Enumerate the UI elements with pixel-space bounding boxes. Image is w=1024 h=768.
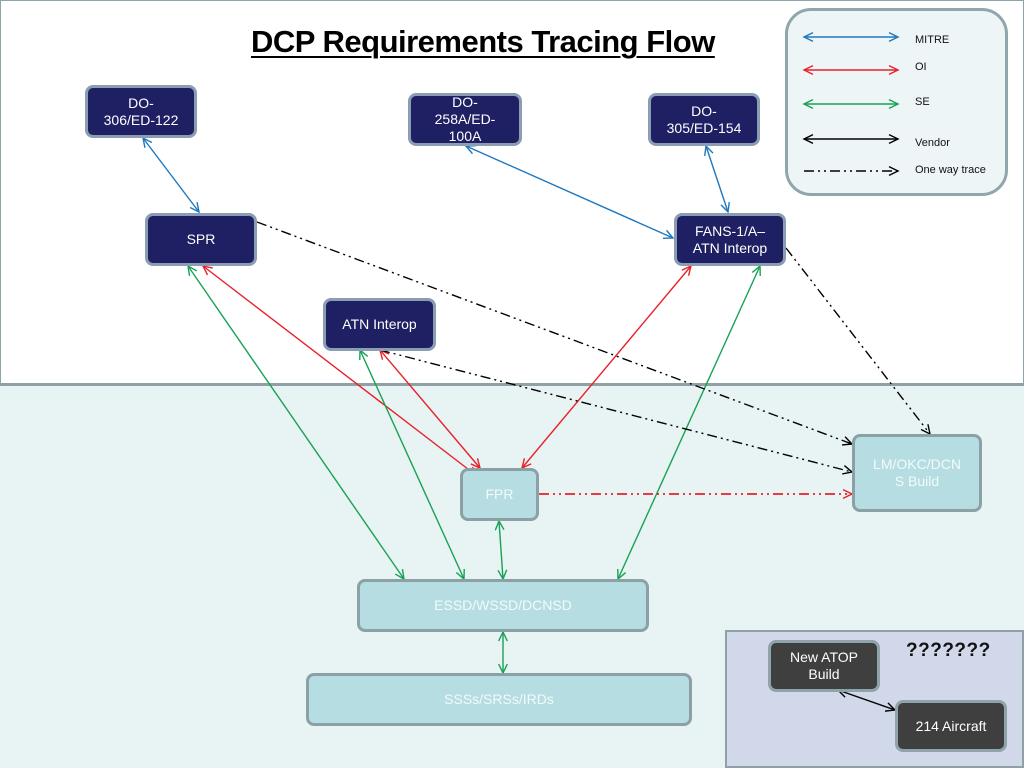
legend-swatch-vendor-head-end <box>888 134 900 144</box>
legend-swatch-oi-head-end <box>888 65 900 75</box>
node-label: ATN Interop <box>342 316 417 332</box>
node-label: 214 Aircraft <box>915 717 987 734</box>
legend-swatch-oi-head-start <box>802 65 814 75</box>
node-essd-wssd-dcnsd[interactable]: ESSD/WSSD/DCNSD <box>357 579 649 632</box>
legend-label-oi: OI <box>915 61 927 73</box>
node-214-aircraft[interactable]: 214 Aircraft <box>895 700 1007 752</box>
legend-swatch-se-head-start <box>802 99 814 109</box>
node-sss-srs-ird[interactable]: SSSs/SRSs/IRDs <box>306 673 692 726</box>
node-fpr[interactable]: FPR <box>460 468 539 521</box>
node-label: SPR <box>186 231 216 247</box>
node-spr[interactable]: SPR <box>145 213 257 266</box>
node-lm-okc-dcns-build[interactable]: LM/OKC/DCN S Build <box>852 434 982 512</box>
node-label: DO- 258A/ED- 100A <box>434 94 496 144</box>
unknown-zone-label: ??????? <box>906 640 991 661</box>
node-fans-atn-interop[interactable]: FANS-1/A– ATN Interop <box>674 213 786 266</box>
legend-swatch-mitre-head-start <box>802 32 814 42</box>
node-new-atop-build[interactable]: New ATOP Build <box>768 640 880 692</box>
legend-swatch-se-head-end <box>888 99 900 109</box>
legend-label-se: SE <box>915 96 930 108</box>
page-title: DCP Requirements Tracing Flow <box>251 24 715 59</box>
legend-swatches <box>802 32 900 176</box>
node-do305[interactable]: DO- 305/ED-154 <box>648 93 760 146</box>
legend-label-one-way-trace: One way trace <box>915 164 986 176</box>
node-label: ESSD/WSSD/DCNSD <box>434 597 572 613</box>
node-do258a[interactable]: DO- 258A/ED- 100A <box>408 93 522 146</box>
node-label: FANS-1/A– ATN Interop <box>692 222 768 256</box>
node-label: New ATOP Build <box>790 649 858 682</box>
legend: MITRE OI SE Vendor One way trace <box>785 8 1008 196</box>
node-do306[interactable]: DO- 306/ED-122 <box>85 85 197 138</box>
legend-swatch-vendor-head-start <box>802 134 814 144</box>
legend-swatch-one_way-head-end <box>888 166 900 176</box>
node-label: DO- 306/ED-122 <box>103 94 179 128</box>
node-label: LM/OKC/DCN S Build <box>873 456 961 489</box>
legend-label-mitre: MITRE <box>915 34 950 46</box>
node-label: SSSs/SRSs/IRDs <box>444 691 554 707</box>
legend-label-vendor: Vendor <box>915 137 950 149</box>
node-label: FPR <box>485 486 514 502</box>
node-label: DO- 305/ED-154 <box>666 102 742 136</box>
legend-swatch-mitre-head-end <box>888 32 900 42</box>
node-atn-interop[interactable]: ATN Interop <box>323 298 436 351</box>
